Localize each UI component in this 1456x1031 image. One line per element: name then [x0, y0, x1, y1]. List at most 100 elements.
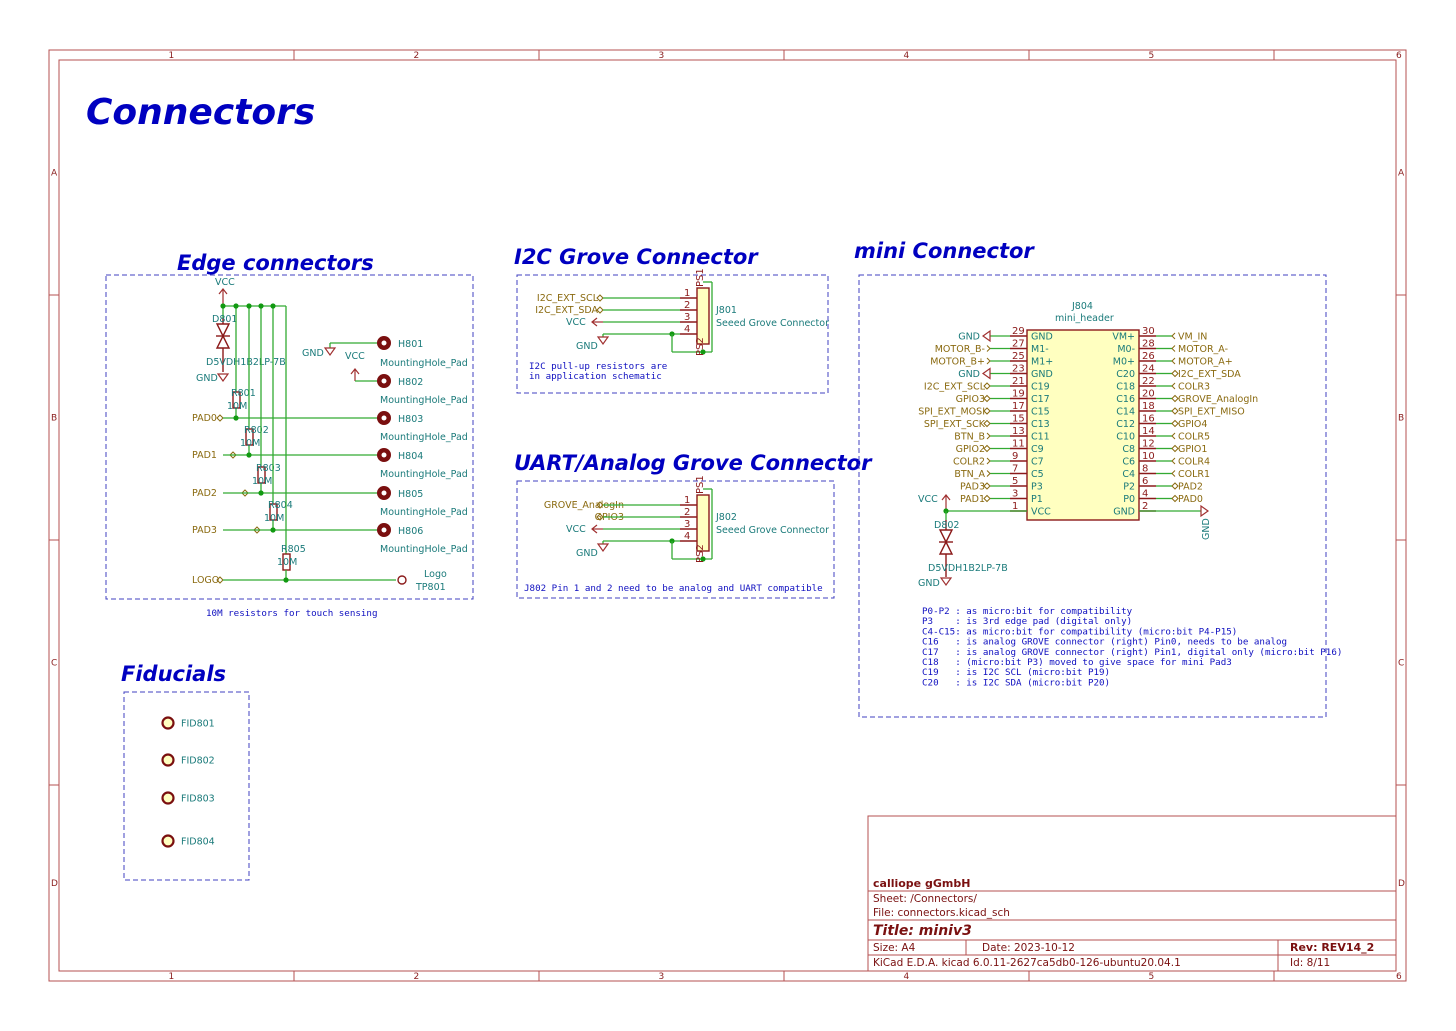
column-label: 6	[1396, 51, 1402, 61]
pin-number: 28	[1142, 339, 1155, 350]
column-label: 3	[659, 51, 665, 61]
net-label: GROVE_AnalogIn	[1178, 394, 1258, 405]
fiducial-ref: FID803	[181, 794, 215, 805]
j804-body[interactable]	[1026, 329, 1140, 521]
net-label: PAD3	[960, 482, 985, 493]
resistor-value: 10M	[240, 438, 260, 449]
mounting-hole-h801[interactable]: H801 MountingHole_Pad	[377, 336, 468, 369]
net-label: GPIO2	[956, 444, 985, 455]
svg-text:H801: H801	[398, 339, 423, 350]
net-label: COLR5	[1178, 432, 1210, 443]
j804-value: mini_header	[1055, 313, 1114, 324]
net-label: MOTOR_B-	[935, 344, 985, 355]
fiducial[interactable]: FID803	[161, 791, 215, 805]
pin-number: 10	[1142, 451, 1155, 462]
gnd-rot-label: GND	[1201, 518, 1212, 540]
pin-name: C20	[1116, 369, 1135, 380]
pin-number: 15	[1012, 414, 1025, 425]
hole-value: MountingHole_Pad	[380, 507, 468, 518]
fiducial[interactable]: FID801	[161, 716, 215, 730]
shield-pin-label: PS2	[695, 544, 706, 563]
h802-vcc-label: VCC	[345, 351, 365, 362]
pin-name: GND	[1031, 332, 1053, 343]
tvs-diode-icon	[215, 318, 231, 372]
pin-name: C10	[1116, 432, 1135, 443]
fiducial[interactable]: FID802	[161, 753, 215, 767]
pin-number: 22	[1142, 376, 1155, 387]
tool-version: KiCad E.D.A. kicad 6.0.11-2627ca5db0-126…	[873, 957, 1181, 969]
gnd-power-icon	[596, 336, 610, 346]
gnd-label: GND	[576, 548, 598, 559]
row-label: A	[1398, 169, 1405, 179]
diode-ref: D801	[212, 314, 237, 325]
pin-number: 1	[684, 288, 690, 299]
mini-note-line: P0-P2 : as micro:bit for compatibility	[922, 606, 1133, 617]
pin-number: 30	[1142, 326, 1155, 337]
mounting-hole-h802[interactable]: H802 MountingHole_Pad	[377, 374, 468, 406]
mini-note-line: C18 : (micro:bit P3) moved to give space…	[922, 657, 1232, 668]
gnd-power-icon	[323, 347, 337, 357]
grove-connector-body[interactable]	[696, 287, 710, 345]
svg-text:R805: R805	[281, 544, 306, 555]
pin-name: VCC	[1031, 507, 1051, 518]
pad-label: PAD3	[192, 525, 217, 536]
column-label: 1	[169, 51, 175, 61]
logo-label: LOGO	[192, 575, 219, 586]
pin-name: C18	[1116, 382, 1135, 393]
pin-name: C4	[1122, 469, 1135, 480]
sheet-path: Sheet: /Connectors/	[873, 893, 977, 905]
grove-connector-body[interactable]	[696, 494, 710, 552]
gnd-label: GND	[196, 373, 218, 384]
resistor-ref: R801	[231, 388, 256, 399]
logo-net[interactable]: LOGO Logo TP801 R805 10M	[192, 306, 447, 593]
fiducial[interactable]: FID804	[161, 834, 215, 848]
svg-text:MountingHole_Pad: MountingHole_Pad	[380, 358, 468, 369]
sheet-date: Date: 2023-10-12	[982, 942, 1075, 954]
